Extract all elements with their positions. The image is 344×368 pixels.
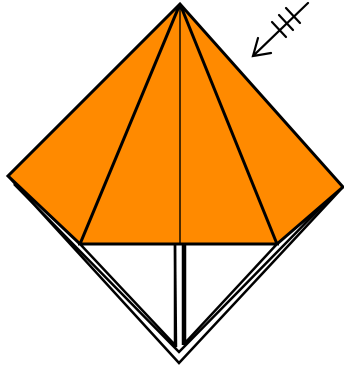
white-flap-left	[80, 244, 175, 345]
center-slit-left	[175, 244, 176, 347]
white-flap-right	[185, 244, 277, 343]
repeat-arrow-icon	[253, 3, 308, 56]
orange-kite	[8, 4, 343, 244]
orange-outline	[8, 4, 343, 244]
